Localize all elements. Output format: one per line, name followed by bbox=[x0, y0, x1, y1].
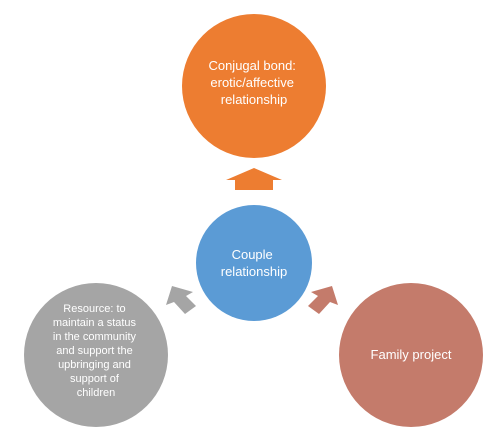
node-conjugal-bond bbox=[182, 14, 326, 158]
node-resource-line: Resource: to bbox=[63, 303, 125, 315]
node-couple-relationship-label: Couple relationship bbox=[221, 247, 288, 279]
node-family-project-line: Family project bbox=[371, 347, 452, 362]
node-resource bbox=[24, 283, 168, 427]
node-family-project bbox=[339, 283, 483, 427]
node-resource-line: in the community bbox=[53, 331, 137, 343]
node-conjugal-bond-line: relationship bbox=[221, 92, 288, 107]
node-resource-line: children bbox=[77, 387, 116, 399]
node-couple-relationship bbox=[196, 205, 312, 321]
arrow-up-to-conjugal-bond bbox=[226, 168, 282, 190]
node-resource-line: upbringing and bbox=[58, 359, 131, 371]
node-conjugal-bond-line: Conjugal bond: bbox=[208, 58, 295, 73]
node-resource-line: support of bbox=[70, 373, 120, 385]
arrow-to-family-project bbox=[308, 286, 338, 314]
node-couple-relationship-line: Couple bbox=[232, 247, 273, 262]
node-conjugal-bond-line: erotic/affective bbox=[210, 75, 294, 90]
node-family-project-label: Family project bbox=[371, 347, 452, 362]
node-resource-line: maintain a status bbox=[53, 317, 137, 329]
node-resource-label: Resource: to maintain a status in the co… bbox=[53, 303, 139, 399]
node-resource-line: and support the bbox=[56, 345, 132, 357]
arrow-to-resource bbox=[166, 286, 196, 314]
node-conjugal-bond-label: Conjugal bond: erotic/affective relation… bbox=[208, 58, 299, 107]
node-couple-relationship-line: relationship bbox=[221, 264, 288, 279]
